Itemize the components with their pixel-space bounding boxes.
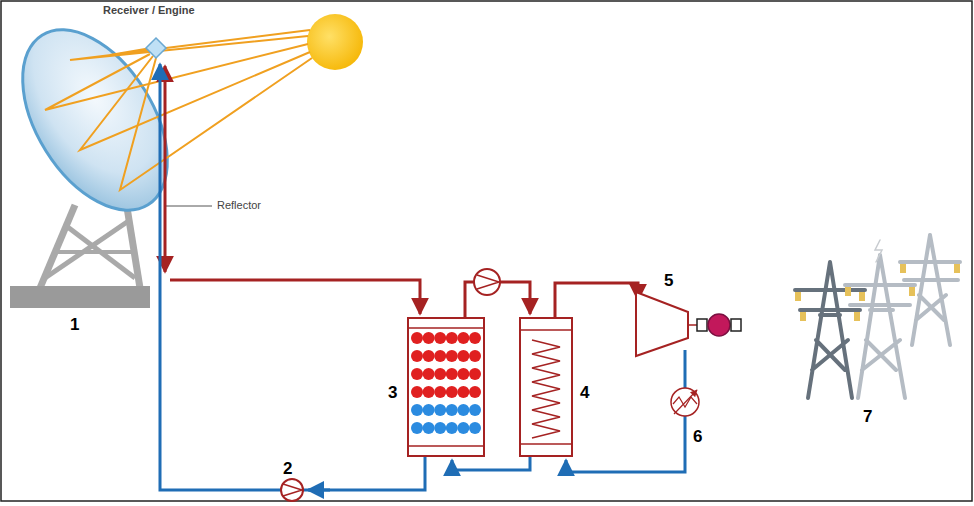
power-pylons — [795, 235, 960, 398]
storage-ball — [434, 386, 446, 398]
storage-ball — [423, 404, 435, 416]
callout-number: 4 — [580, 384, 589, 403]
storage-ball — [434, 332, 446, 344]
storage-ball — [434, 350, 446, 362]
storage-ball — [457, 404, 469, 416]
hot-pipe — [165, 66, 638, 320]
storage-ball — [434, 368, 446, 380]
sun — [307, 14, 363, 70]
storage-ball — [411, 350, 423, 362]
component-label: Receiver / Engine — [103, 4, 195, 16]
reflector-dish — [0, 4, 197, 235]
callout-number: 7 — [863, 408, 872, 427]
storage-ball — [469, 368, 481, 380]
pump-symbol — [281, 479, 303, 501]
storage-ball — [411, 422, 423, 434]
storage-ball — [423, 368, 435, 380]
storage-ball — [411, 386, 423, 398]
storage-ball — [434, 422, 446, 434]
storage-ball — [457, 422, 469, 434]
storage-ball — [411, 368, 423, 380]
callout-number: 2 — [283, 460, 292, 479]
storage-ball — [446, 422, 458, 434]
receiver — [146, 38, 166, 58]
component-label: Reflector — [217, 199, 261, 211]
storage-ball — [423, 332, 435, 344]
callout-number: 5 — [664, 272, 673, 291]
callout-number: 6 — [693, 428, 702, 447]
storage-ball — [434, 404, 446, 416]
storage-ball — [469, 386, 481, 398]
storage-tank — [408, 318, 484, 456]
heat-exchanger — [520, 318, 572, 456]
storage-ball — [457, 332, 469, 344]
storage-ball — [423, 422, 435, 434]
storage-ball — [446, 332, 458, 344]
storage-ball — [411, 332, 423, 344]
tower-base — [10, 286, 150, 308]
storage-ball — [446, 368, 458, 380]
storage-ball — [446, 350, 458, 362]
storage-ball — [423, 386, 435, 398]
storage-ball — [469, 350, 481, 362]
storage-ball — [411, 404, 423, 416]
cold-pipe — [160, 64, 685, 490]
storage-ball — [446, 404, 458, 416]
leader-line — [166, 206, 212, 207]
turbine — [636, 292, 741, 356]
storage-ball — [457, 368, 469, 380]
storage-ball — [469, 404, 481, 416]
pump-symbol — [474, 269, 500, 295]
storage-ball — [469, 332, 481, 344]
sun-rays — [45, 30, 312, 190]
storage-ball — [423, 350, 435, 362]
storage-ball — [469, 422, 481, 434]
storage-ball — [457, 350, 469, 362]
storage-ball — [446, 386, 458, 398]
callout-number: 1 — [70, 316, 79, 335]
condenser-symbol — [671, 388, 699, 416]
callout-number: 3 — [388, 384, 397, 403]
storage-ball — [457, 386, 469, 398]
